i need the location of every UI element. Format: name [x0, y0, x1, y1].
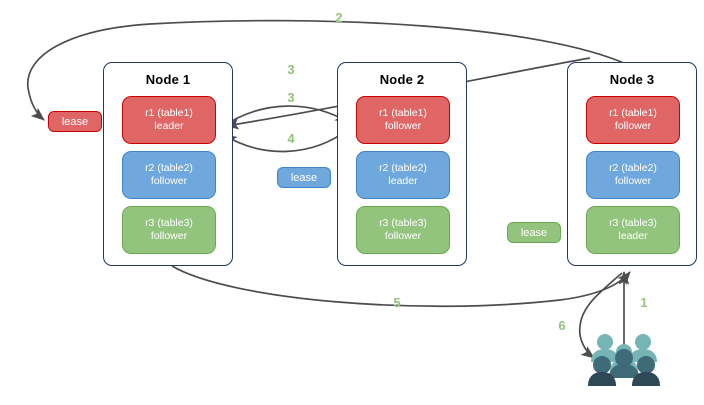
- node-3[interactable]: Node 3 r1 (table1) follower r2 (table2) …: [567, 62, 697, 266]
- arrow-step-2: [27, 19, 627, 121]
- step-label-5: 5: [393, 295, 401, 310]
- node-3-replica-r1[interactable]: r1 (table1) follower: [586, 96, 680, 144]
- lease-badge-red[interactable]: lease: [48, 111, 102, 132]
- node-3-replica-r2[interactable]: r2 (table2) follower: [586, 151, 680, 199]
- node-1-title: Node 1: [145, 72, 191, 87]
- arrow-step-4: [223, 127, 351, 153]
- node-3-replica-r2-name: r2 (table2): [609, 162, 657, 174]
- lease-badge-green[interactable]: lease: [507, 222, 561, 243]
- step-label-1: 1: [640, 295, 648, 310]
- node-2-replica-r3-name: r3 (table3): [379, 217, 427, 229]
- node-1-replica-r3-name: r3 (table3): [145, 217, 193, 229]
- node-1-replica-r1-role: leader: [154, 120, 184, 132]
- step-label-6: 6: [558, 318, 566, 333]
- node-1-replica-r2-role: follower: [150, 175, 188, 187]
- users-icon: [587, 332, 661, 394]
- node-2-replica-r2[interactable]: r2 (table2) leader: [356, 151, 450, 199]
- node-2-replica-r3[interactable]: r3 (table3) follower: [356, 206, 450, 254]
- node-3-title: Node 3: [609, 72, 655, 87]
- node-3-replica-r3-role: leader: [618, 230, 648, 242]
- node-2-replica-r1-role: follower: [384, 120, 422, 132]
- node-1-replica-r3[interactable]: r3 (table3) follower: [122, 206, 216, 254]
- node-1-replica-r2[interactable]: r2 (table2) follower: [122, 151, 216, 199]
- step-label-3-a: 3: [287, 62, 295, 77]
- lease-badge-green-label: lease: [520, 226, 548, 239]
- node-3-replica-r2-role: follower: [614, 175, 652, 187]
- step-label-4: 4: [287, 131, 295, 146]
- node-3-replica-r1-name: r1 (table1): [609, 107, 657, 119]
- node-3-replica-r3-name: r3 (table3): [609, 217, 657, 229]
- lease-badge-red-label: lease: [61, 115, 89, 128]
- lease-badge-blue[interactable]: lease: [277, 167, 331, 188]
- arrow-step-6: [578, 272, 623, 359]
- node-2-replica-r2-name: r2 (table2): [379, 162, 427, 174]
- node-2-replica-r1-name: r1 (table1): [379, 107, 427, 119]
- step-label-3-b: 3: [287, 90, 295, 105]
- node-3-replica-r1-role: follower: [614, 120, 652, 132]
- node-2-replica-r2-role: leader: [388, 175, 418, 187]
- node-2-title: Node 2: [379, 72, 425, 87]
- node-2-replica-r3-role: follower: [384, 230, 422, 242]
- step-label-2: 2: [335, 10, 343, 25]
- node-3-replica-r3[interactable]: r3 (table3) leader: [586, 206, 680, 254]
- node-1-replica-r1[interactable]: r1 (table1) leader: [122, 96, 216, 144]
- node-2-replica-r1[interactable]: r1 (table1) follower: [356, 96, 450, 144]
- lease-badge-blue-label: lease: [290, 171, 318, 184]
- node-1-replica-r3-role: follower: [150, 230, 188, 242]
- node-1-replica-r1-name: r1 (table1): [145, 107, 193, 119]
- arrow-step-3-to-node2: [221, 105, 349, 128]
- node-1-replica-r2-name: r2 (table2): [145, 162, 193, 174]
- node-1[interactable]: Node 1 r1 (table1) leader r2 (table2) fo…: [103, 62, 233, 266]
- node-2[interactable]: Node 2 r1 (table1) follower r2 (table2) …: [337, 62, 467, 266]
- arrow-step-5: [171, 265, 631, 308]
